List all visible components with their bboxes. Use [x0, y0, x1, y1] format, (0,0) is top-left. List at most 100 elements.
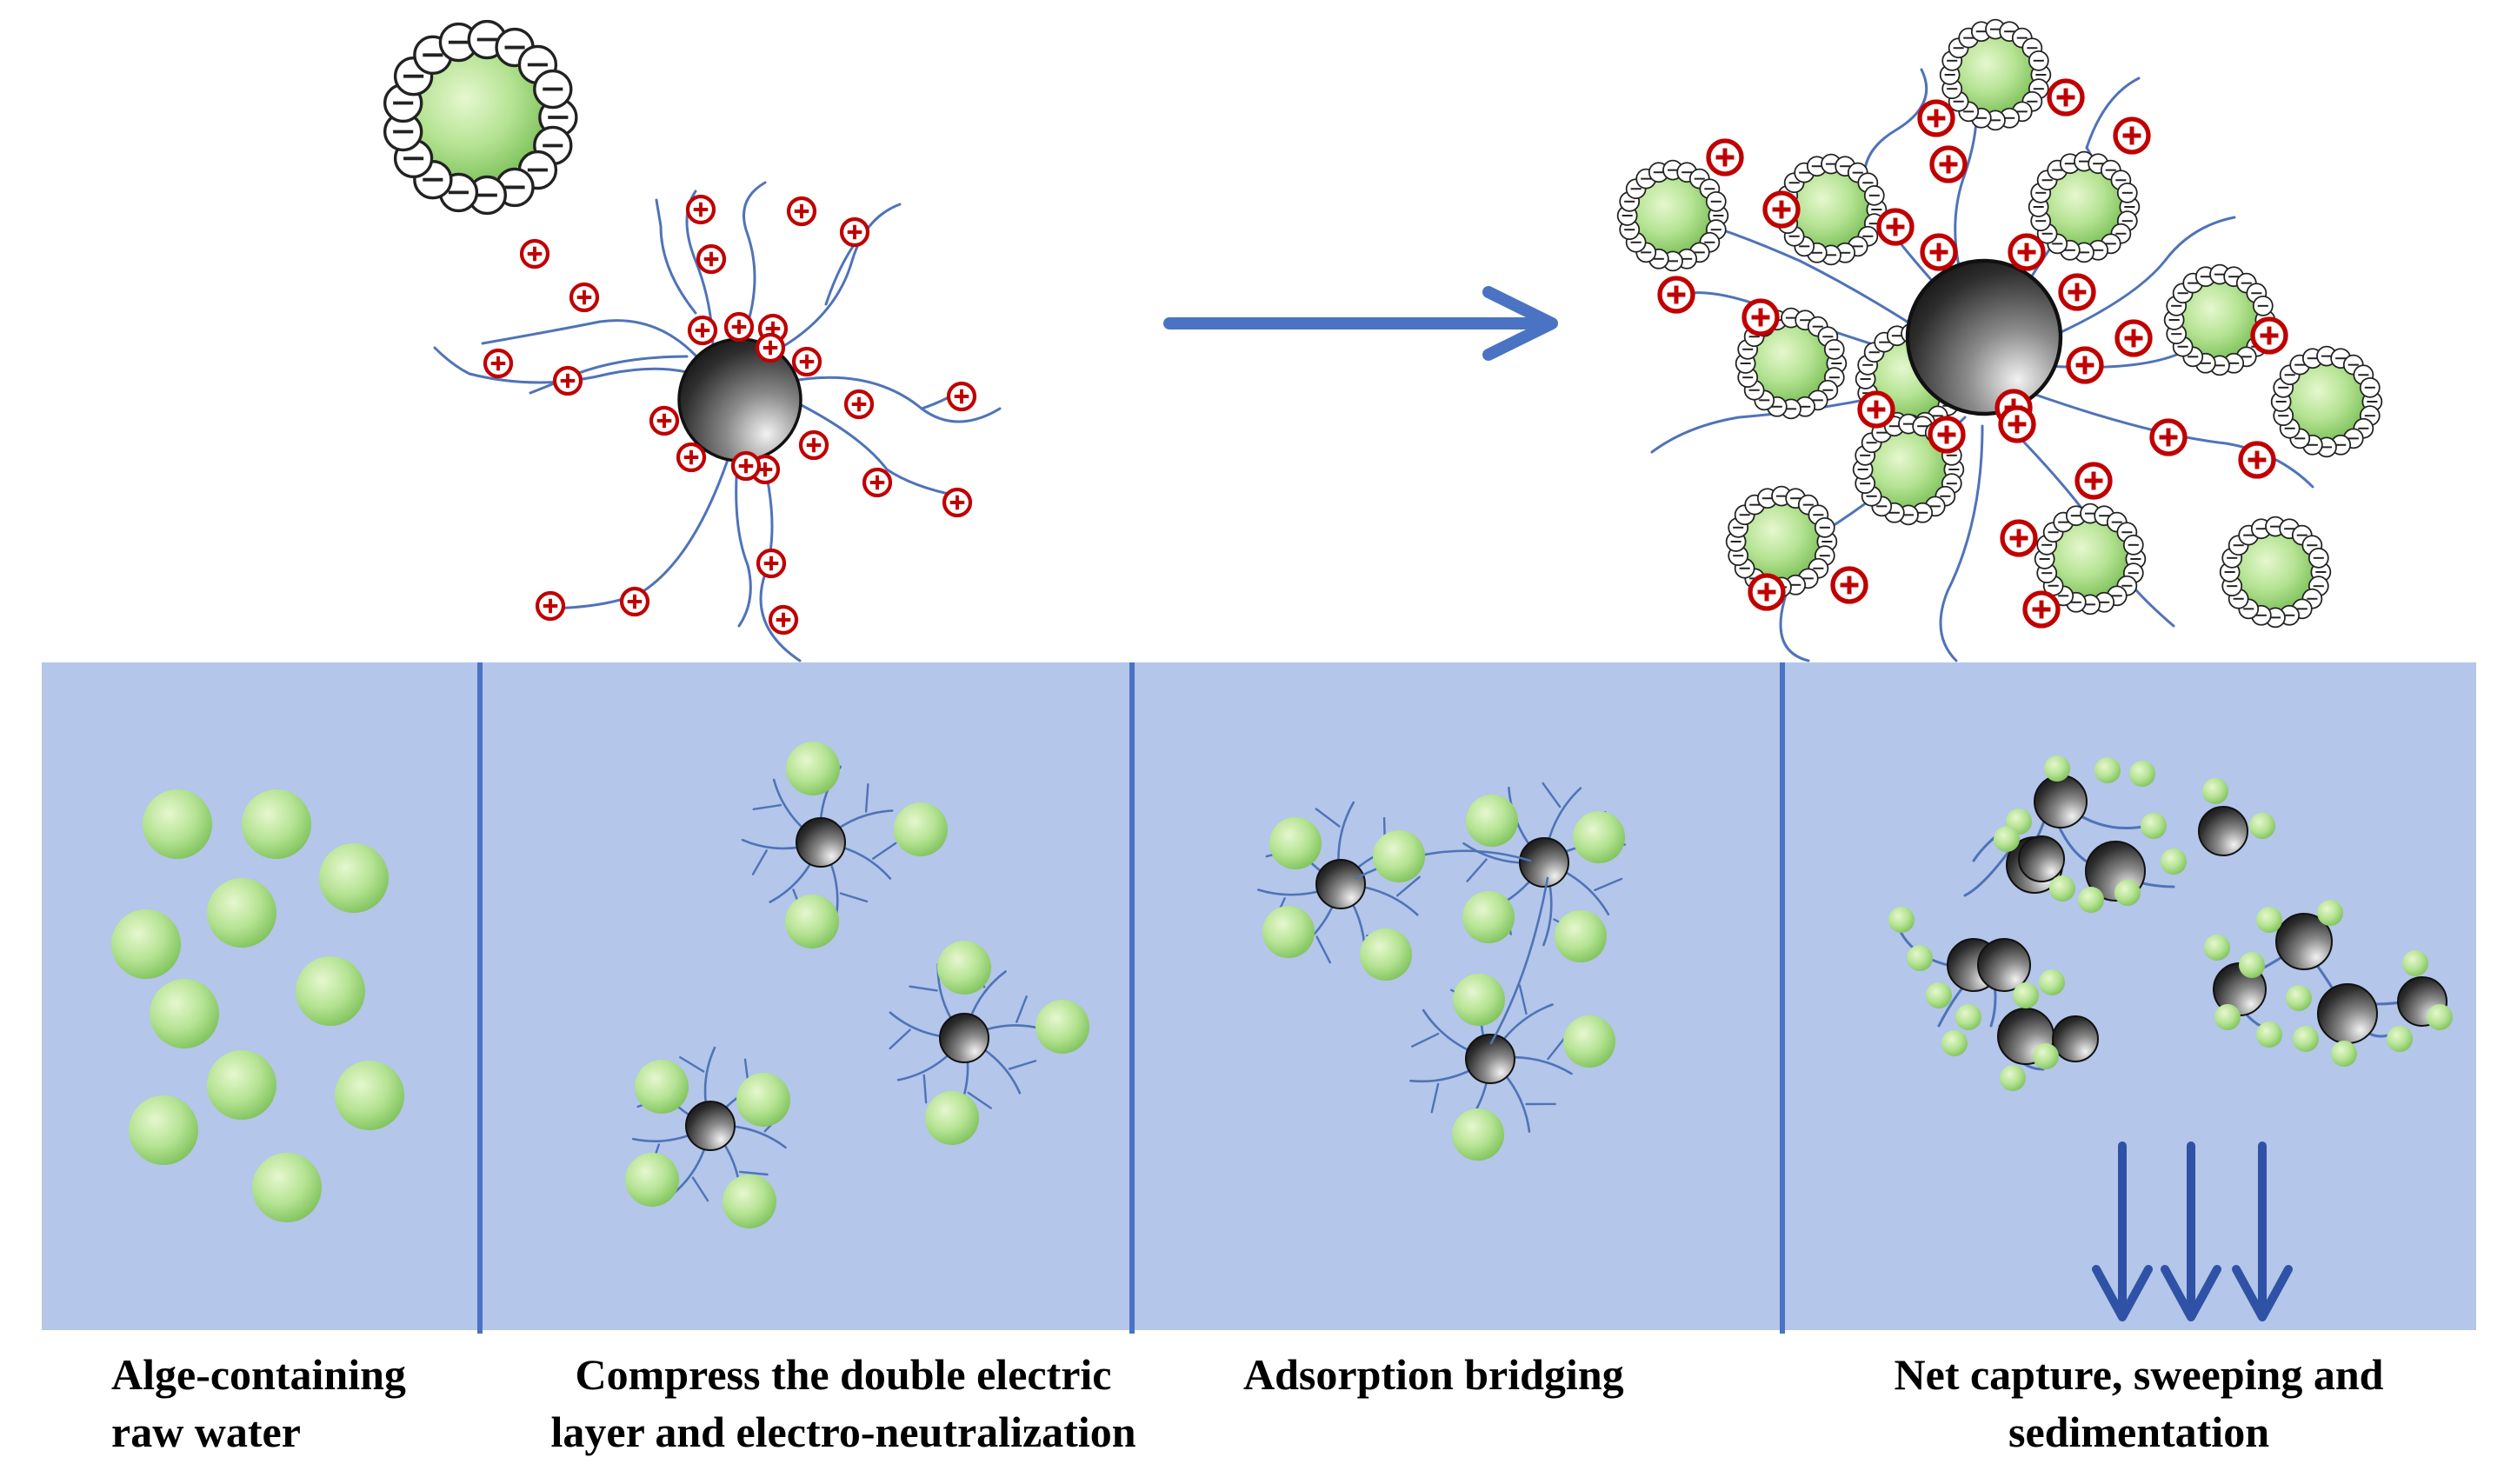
negative-charge-icon: [1823, 338, 1845, 360]
positive-charge-icon: [942, 487, 973, 518]
polymer-chain: [655, 198, 697, 315]
algae-cell: [937, 941, 991, 995]
polymer-chain: [679, 1055, 705, 1073]
algae-cell: [2044, 755, 2070, 782]
algae-cell: [2039, 969, 2065, 995]
flocculant-core: [1519, 837, 1569, 888]
caption-line: Adsorption bridging: [1243, 1350, 1624, 1399]
polymer-chain: [763, 203, 902, 358]
water-panel: [42, 662, 2476, 1334]
positive-charge-icon: [552, 365, 583, 396]
polymer-chain: [1008, 1060, 1037, 1070]
algae-cell: [786, 742, 840, 795]
positive-charge-icon: [1857, 390, 1895, 429]
stage-caption-adsorption-bridging: Adsorption bridging: [1243, 1346, 1624, 1403]
polymer-chain: [1016, 995, 1028, 1023]
algae-cell: [2141, 813, 2167, 839]
positive-charge-icon: [2238, 441, 2276, 479]
panel-background: [42, 662, 2476, 1330]
positive-charge-icon: [791, 346, 822, 377]
positive-charge-icon: [2066, 346, 2104, 384]
algae-cell: [1453, 974, 1505, 1026]
polymer-chain: [1518, 984, 1528, 1015]
algae-cell: [2289, 364, 2364, 439]
positive-charge-icon: [685, 194, 716, 225]
algae-cell: [1635, 178, 1710, 253]
positive-charge-icon: [519, 238, 550, 270]
flocculant-core: [1977, 938, 2031, 992]
polymer-chain: [1547, 1035, 1568, 1061]
algae-cell: [1888, 907, 1915, 933]
algae-cell: [1926, 982, 1952, 1008]
algae-cell: [1262, 906, 1315, 958]
algae-cell: [1754, 326, 1828, 401]
algae-cell: [1036, 1000, 1089, 1054]
positive-charge-icon: [649, 405, 680, 436]
algae-cell: [2331, 1041, 2357, 1067]
negatively-charged-algae: [1735, 307, 1848, 420]
algae-cell: [2114, 880, 2141, 906]
algae-cell: [296, 956, 365, 1026]
algae-cell: [1958, 37, 2033, 112]
polymer-chain: [967, 1091, 992, 1109]
flocculant-core: [2034, 775, 2088, 829]
polymer-chain: [751, 849, 768, 875]
polymer-chain: [1410, 1032, 1440, 1048]
positive-charge-icon: [2022, 590, 2061, 629]
polymer-chain: [2024, 389, 2314, 489]
panel-raw-water: [111, 789, 404, 1222]
positive-charge-icon: [843, 389, 875, 420]
positive-charge-icon: [768, 604, 799, 636]
algae-cell: [2094, 757, 2121, 783]
polymer-chain: [738, 1170, 769, 1176]
positive-charge-icon: [786, 196, 817, 227]
polymer-chain: [537, 450, 732, 610]
polymer-chain: [481, 319, 706, 367]
polymer-chain: [871, 842, 897, 860]
positive-charge-icon: [1762, 190, 1801, 229]
positive-charge-icon: [569, 282, 600, 313]
stage-caption-raw-water: Alge-containing raw water: [111, 1346, 406, 1461]
polymer-chain: [2024, 216, 2236, 349]
algae-cell: [2293, 1026, 2319, 1052]
positive-charge-icon: [2000, 519, 2038, 557]
caption-line: sedimentation: [2008, 1407, 2269, 1456]
negatively-charged-algae: [1616, 159, 1729, 272]
algae-cell: [2078, 887, 2104, 913]
polymer-chain: [1939, 424, 1984, 662]
polymer-chain: [735, 442, 752, 628]
polymer-chain: [1594, 877, 1623, 892]
algae-cell: [111, 909, 181, 979]
negatively-charged-algae: [1725, 485, 1838, 598]
algae-cell: [1452, 1108, 1504, 1161]
negatively-charged-algae: [2163, 263, 2276, 376]
positive-charge-icon: [1998, 405, 2036, 443]
positive-charge-icon: [839, 216, 870, 248]
negatively-charged-algae: [2028, 150, 2141, 263]
negatively-charged-algae: [2219, 516, 2332, 629]
negative-charge-icon: [2116, 182, 2138, 203]
positive-charge-icon: [2114, 319, 2153, 357]
flocculant-core: [2275, 913, 2333, 970]
stage-caption-sedimentation: Net capture, sweeping and sedimentation: [1791, 1346, 2487, 1461]
positive-charge-icon: [1657, 276, 1695, 314]
algae-cell: [2047, 170, 2121, 244]
polymer-chain: [922, 1074, 928, 1104]
flocculant-core: [1905, 258, 2063, 416]
positive-charge-icon: [755, 332, 786, 363]
algae-cell: [2249, 813, 2275, 839]
algae-cell: [2013, 982, 2039, 1008]
panel-neutralization: [625, 742, 1089, 1228]
polymer-chain: [889, 1028, 911, 1050]
algae-cell: [129, 1095, 198, 1165]
positive-charge-icon: [687, 315, 718, 346]
algae-cell: [2238, 535, 2313, 609]
algae-cell: [635, 1060, 689, 1114]
flocculant-core: [685, 1101, 736, 1151]
algae-cell: [1563, 1015, 1615, 1068]
panel-sedimentation: [1888, 755, 2453, 1321]
polymer-chain: [781, 376, 1002, 423]
algae-cell: [335, 1061, 404, 1130]
arrow-down-icon: [2092, 1265, 2153, 1321]
